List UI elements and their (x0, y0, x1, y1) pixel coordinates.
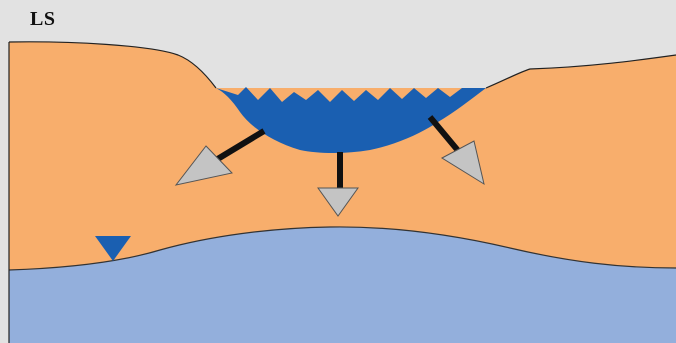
panel-label: LS (30, 8, 55, 31)
